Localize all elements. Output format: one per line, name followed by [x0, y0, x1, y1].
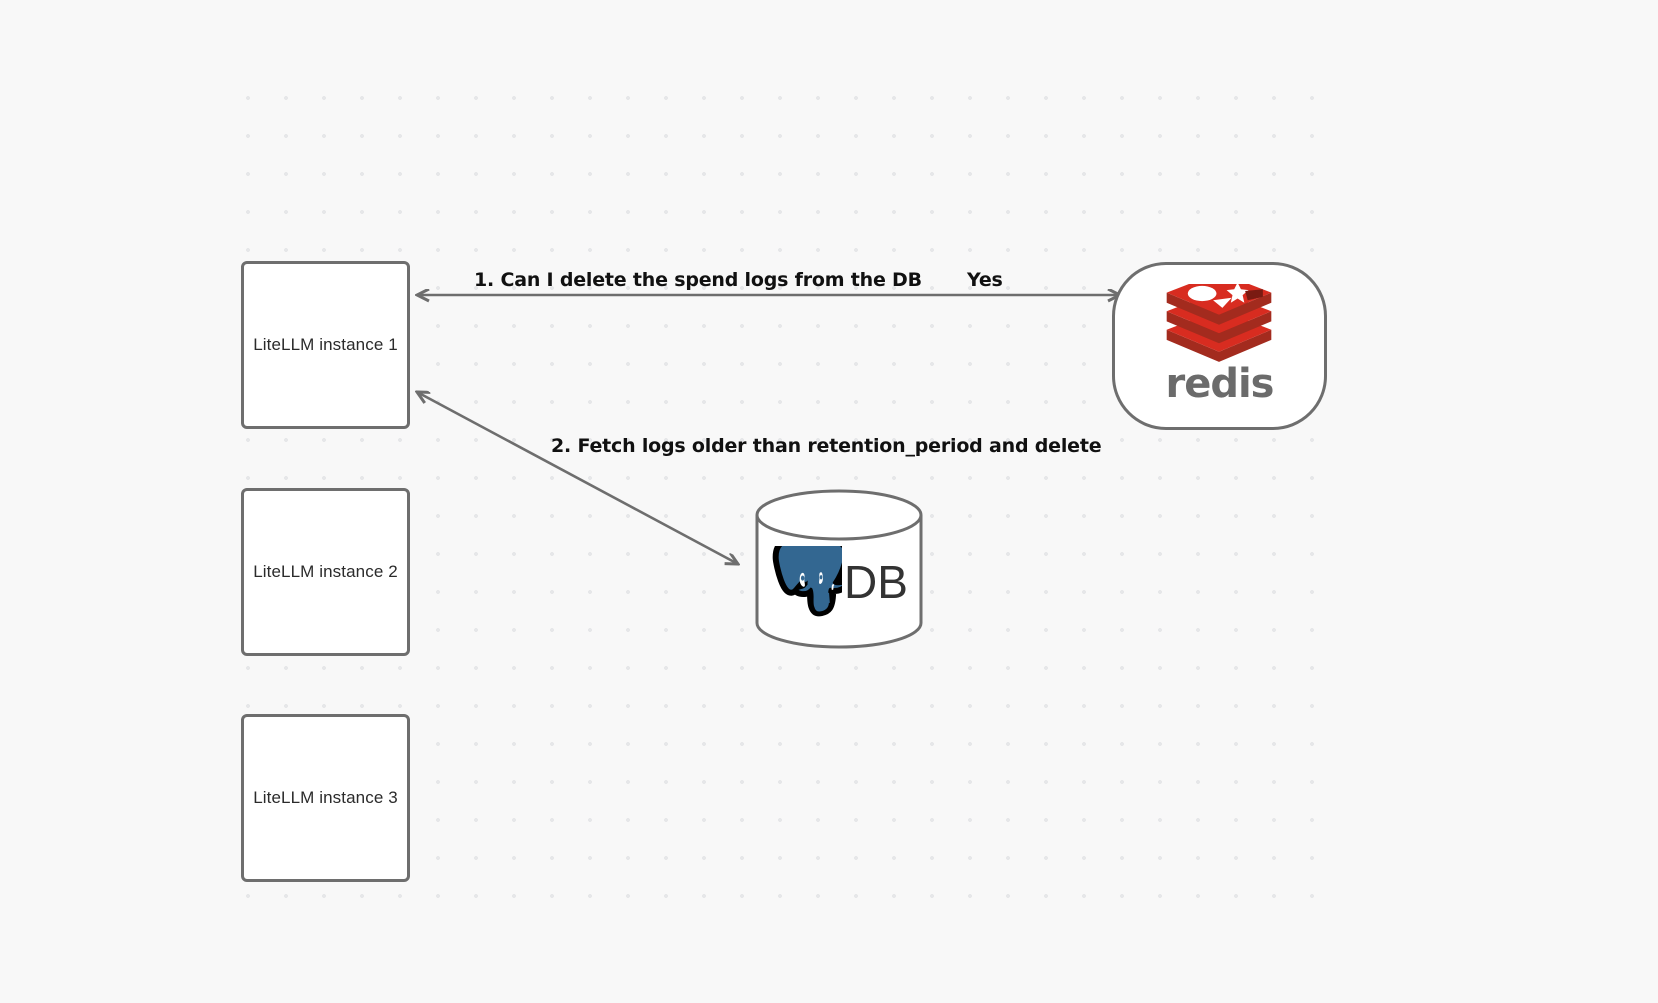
- redis-wordmark: redis: [1165, 361, 1274, 407]
- node-database[interactable]: DB: [753, 489, 925, 649]
- edge-label-1: 1. Can I delete the spend logs from the …: [474, 269, 922, 291]
- node-label: LiteLLM instance 1: [253, 335, 398, 354]
- db-logo-row: DB: [753, 489, 925, 649]
- edge-label-2: 2. Fetch logs older than retention_perio…: [551, 435, 1102, 457]
- node-redis[interactable]: redis: [1112, 262, 1327, 430]
- db-label: DB: [844, 556, 908, 608]
- redis-logo-icon: [1167, 284, 1272, 362]
- node-label: LiteLLM instance 3: [253, 788, 398, 807]
- redis-logo-wrap: redis: [1165, 284, 1275, 407]
- postgresql-elephant-icon: [772, 546, 843, 617]
- node-litellm-instance-1[interactable]: LiteLLM instance 1: [241, 261, 410, 429]
- edge-llm1-db: [417, 392, 738, 564]
- node-litellm-instance-3[interactable]: LiteLLM instance 3: [241, 714, 410, 882]
- edge-label-yes: Yes: [967, 269, 1003, 291]
- node-litellm-instance-2[interactable]: LiteLLM instance 2: [241, 488, 410, 656]
- node-label: LiteLLM instance 2: [253, 562, 398, 581]
